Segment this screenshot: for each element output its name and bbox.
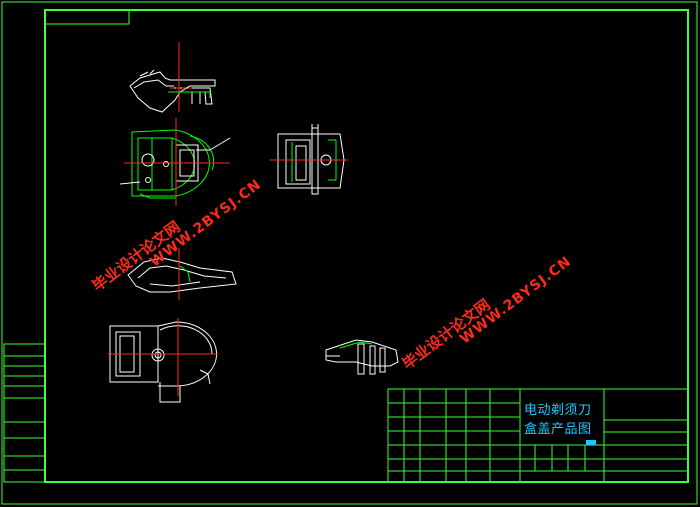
view-side-profile-top-centerlines xyxy=(170,42,192,112)
left-side-table xyxy=(3,343,46,483)
cyan-marker xyxy=(586,440,596,445)
view-side-profile-middle-green xyxy=(179,265,191,283)
view-side-profile-middle xyxy=(127,257,237,293)
view-detail-small xyxy=(325,339,399,375)
top-left-tag-box xyxy=(44,9,130,25)
view-side-profile-top xyxy=(129,69,216,113)
drawing-frame xyxy=(44,9,689,483)
view-plan-top-centerlines xyxy=(124,118,230,206)
view-plan-top xyxy=(119,129,231,199)
drawing-title-line1: 电动剃须刀 xyxy=(524,403,592,418)
view-side-profile-top-green xyxy=(168,91,211,98)
view-section-right xyxy=(277,124,345,195)
view-plan-bottom-centerlines xyxy=(108,318,218,396)
drawing-title-line2: 盒盖产品图 xyxy=(524,422,592,437)
view-plan-bottom xyxy=(109,321,217,403)
view-detail-small-green xyxy=(339,341,373,349)
title-block-grid xyxy=(387,388,689,483)
